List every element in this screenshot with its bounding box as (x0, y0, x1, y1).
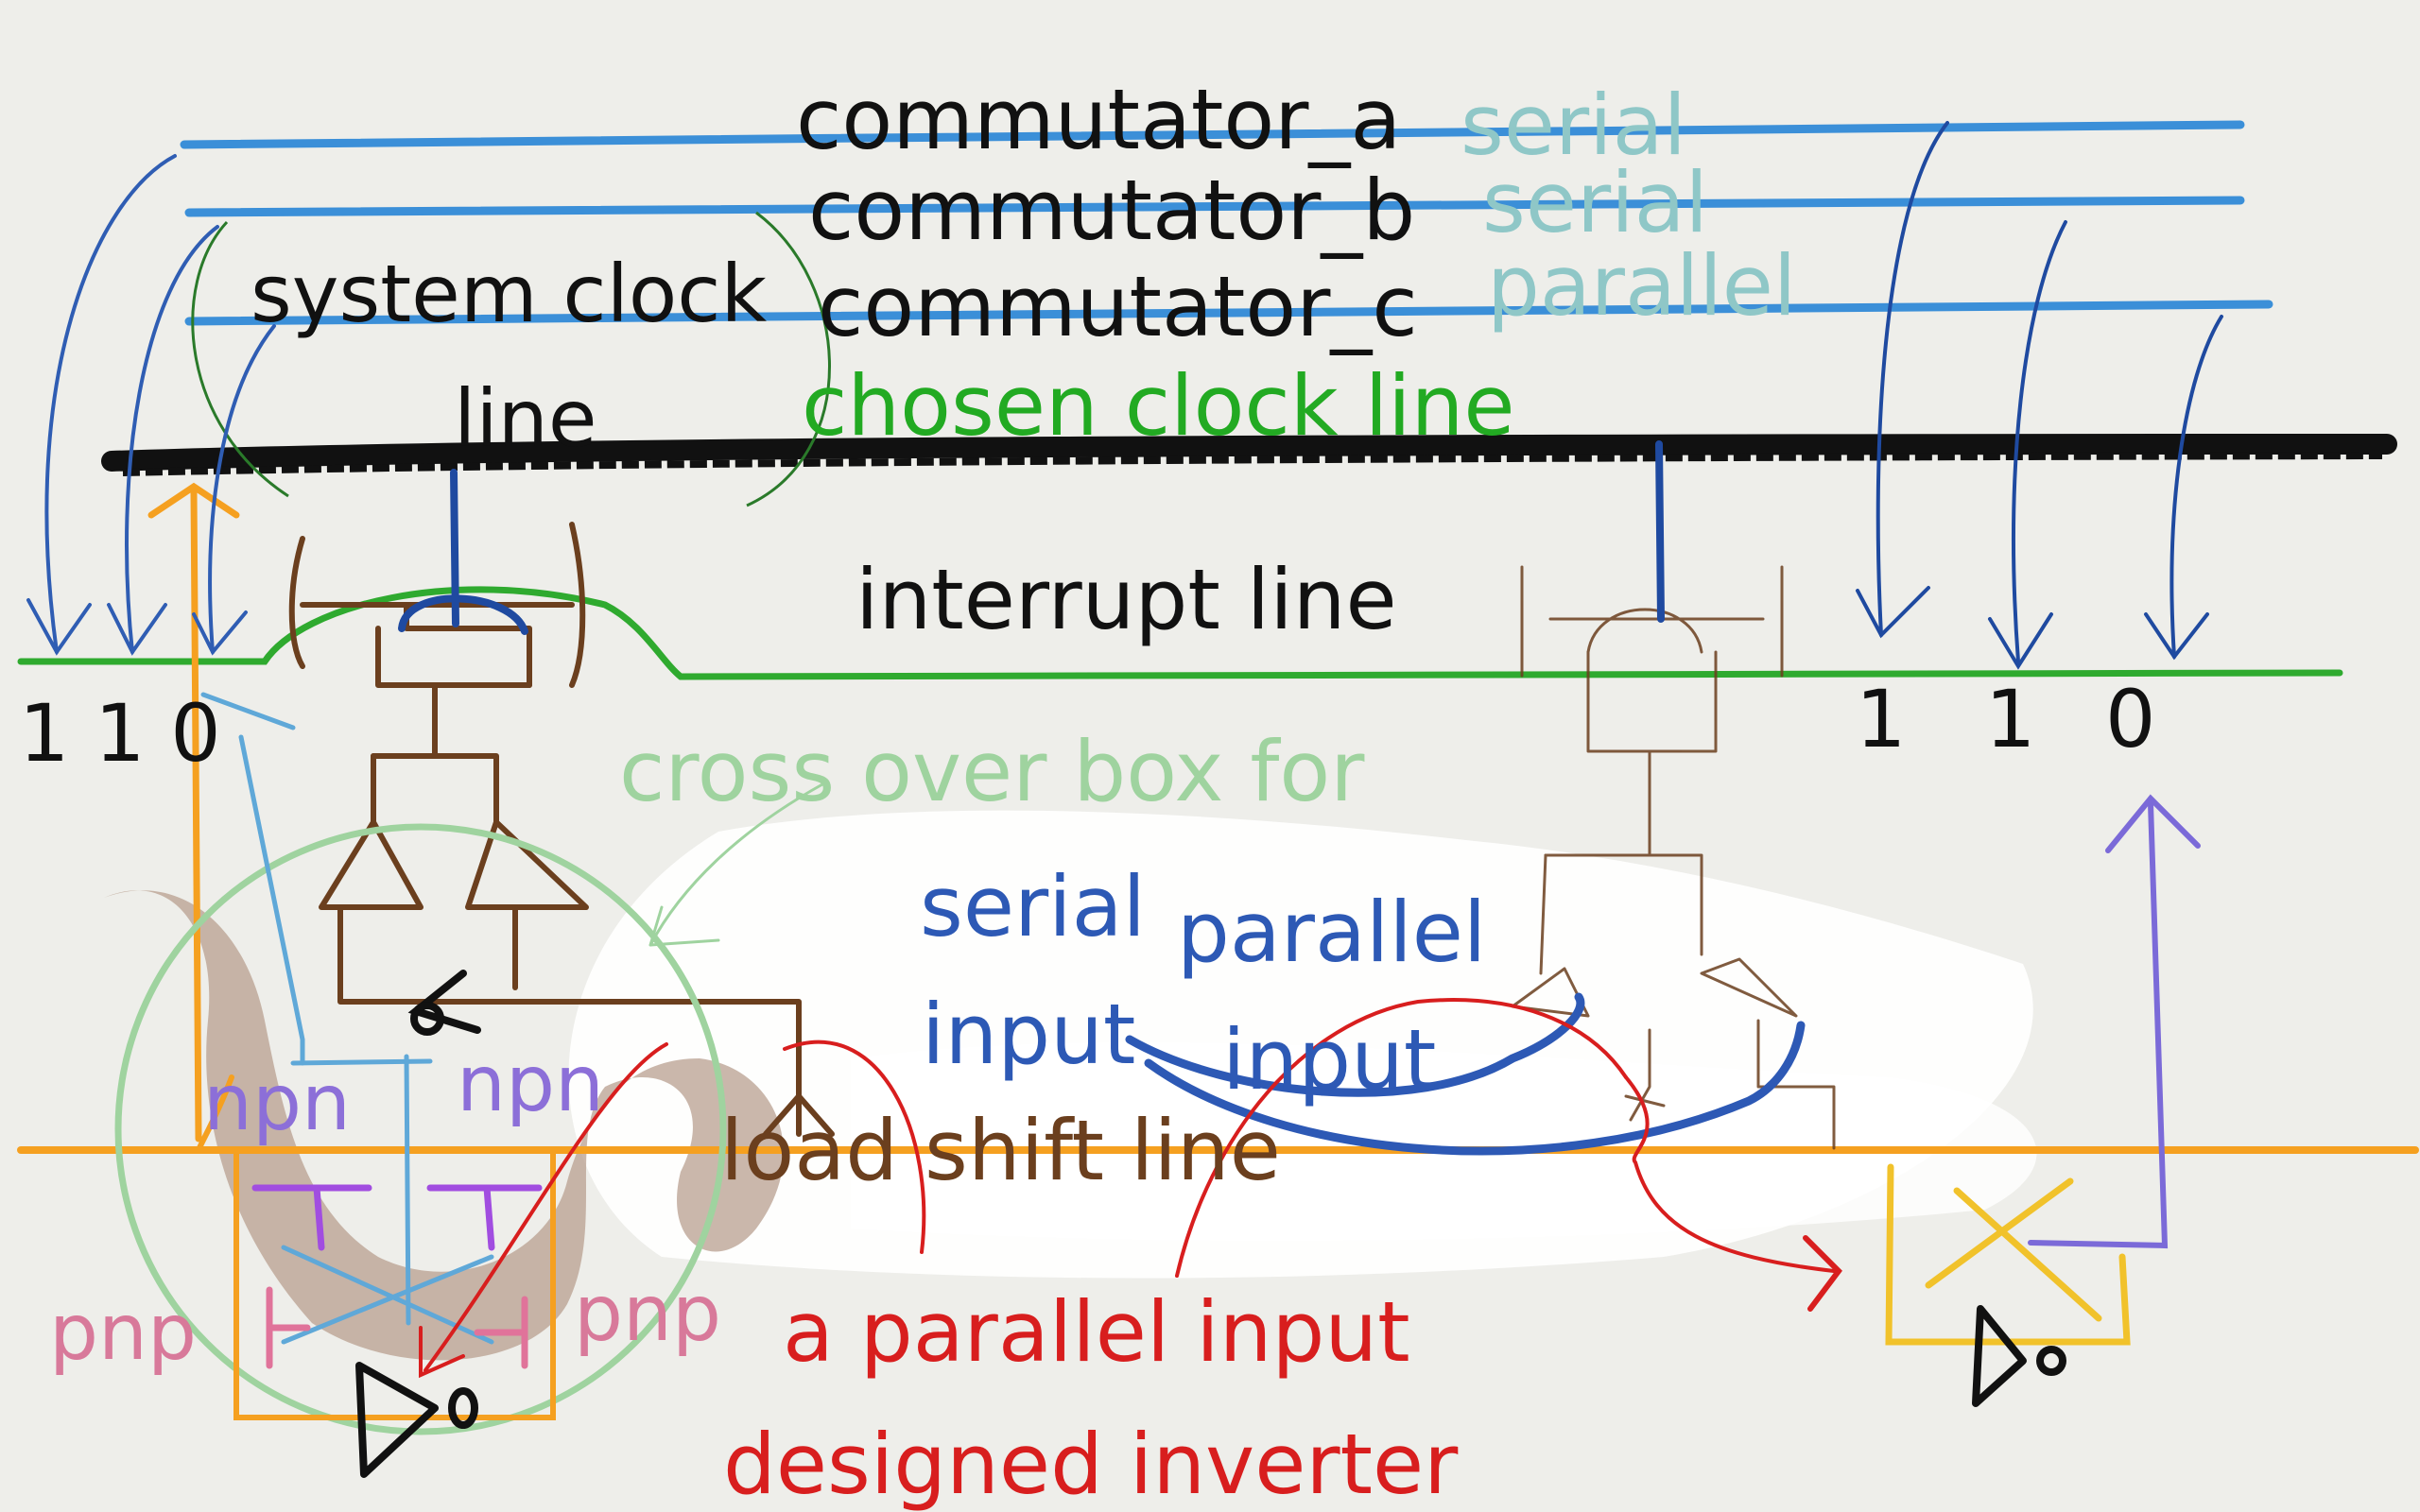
commutator-lines (180, 120, 2273, 326)
serial-input-label-2: input (922, 986, 1135, 1083)
input-curves (1125, 992, 1806, 1156)
npn-left-label: npn (203, 1058, 351, 1148)
bit-right-3: 0 (2105, 673, 2155, 765)
cross-over-label: cross over box for (619, 723, 1365, 820)
system-clock-label-2: line (454, 372, 597, 465)
labels: commutator_a commutator_b commutator_c s… (19, 71, 2155, 1512)
purple-output-arrow (2028, 794, 2201, 1249)
left-selector-top-arc (398, 594, 528, 635)
commutator-a-line (180, 120, 2245, 149)
system-clock-label-1: system clock (251, 248, 767, 340)
commutator-c-label: commutator_c (818, 258, 1418, 355)
interrupt-line-label: interrupt line (856, 551, 1397, 648)
inverter-label-1: a parallel input (783, 1283, 1410, 1381)
pnp-right-label: pnp (574, 1269, 721, 1359)
system-clock-line (101, 434, 2397, 476)
right-blue-arrows (1856, 121, 2223, 670)
cross-over-circle (114, 823, 727, 1435)
transistor-box (196, 1074, 556, 1420)
inverter-icon-left (355, 1362, 478, 1478)
bits-left: 1 1 0 (19, 687, 221, 780)
load-shift-label: load shift line (720, 1102, 1281, 1199)
cross-over-pointer (648, 782, 824, 947)
commutator-b-line (184, 196, 2245, 217)
bit-right-2: 1 (1985, 673, 2035, 765)
pnp-symbols (266, 1286, 528, 1369)
interrupt-line (17, 586, 2343, 680)
left-blue-arrows (26, 154, 276, 656)
mode-serial-b: serial (1482, 154, 1708, 251)
serial-input-label-1: serial (920, 858, 1146, 955)
bit-right-1: 1 (1856, 673, 1906, 765)
red-arrows (419, 998, 1842, 1379)
light-blue-wires (200, 692, 494, 1345)
commutator-b-label: commutator_b (808, 162, 1415, 259)
load-up-arrow (147, 482, 240, 1143)
right-selector-circuit (1511, 565, 1836, 1150)
npn-symbols (251, 1184, 543, 1251)
inverter-icon-right (1972, 1305, 2066, 1407)
clock-label-arcs (191, 211, 831, 507)
switch-icon (407, 970, 481, 1036)
left-selector-circuit (288, 522, 835, 1137)
mode-parallel-c: parallel (1487, 237, 1796, 335)
mode-serial-a: serial (1461, 77, 1686, 174)
inverter-label-2: designed inverter (723, 1416, 1459, 1512)
chosen-clock-label: chosen clock line (802, 357, 1515, 455)
background-smudges (104, 810, 2037, 1361)
right-selector-tap (1655, 440, 1665, 623)
npn-right-label: npn (457, 1040, 604, 1129)
left-selector-tap (450, 469, 459, 627)
parallel-input-label-2: input (1222, 1011, 1436, 1108)
parallel-input-label-1: parallel (1177, 884, 1486, 981)
commutator-a-label: commutator_a (796, 71, 1401, 168)
pnp-left-label: pnp (49, 1288, 197, 1378)
commutator-c-line (184, 300, 2273, 326)
